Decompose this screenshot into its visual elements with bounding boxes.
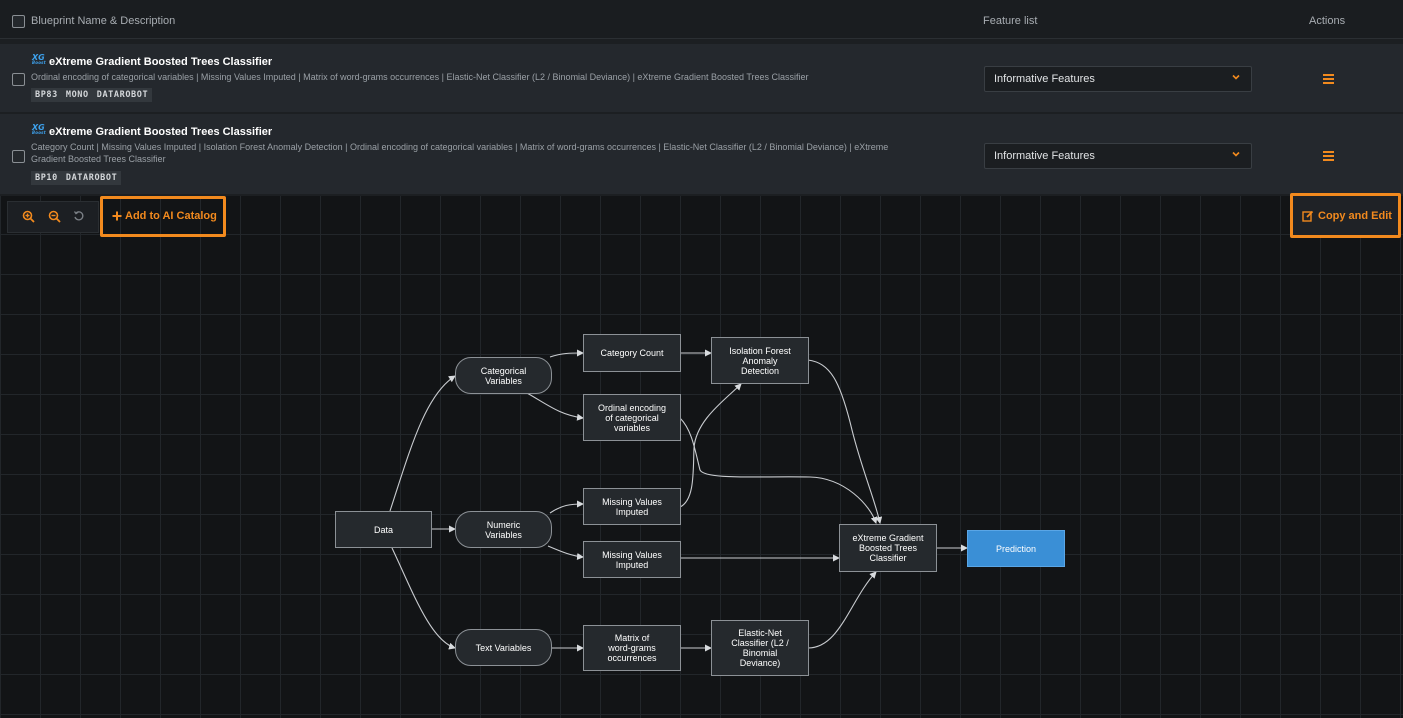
feature-list-value: Informative Features (994, 73, 1095, 85)
source-badge: DATAROBOT (61, 171, 122, 185)
node-label: Text Variables (475, 642, 532, 653)
node-data[interactable]: Data (335, 511, 432, 548)
table-header: Blueprint Name & Description Feature lis… (0, 0, 1403, 39)
actions-menu-icon[interactable] (1323, 74, 1334, 86)
edit-icon (1302, 210, 1314, 222)
node-label: Data (373, 524, 393, 535)
chevron-down-icon (1232, 151, 1240, 157)
badge-group: BP83 MONO DATAROBOT (31, 88, 153, 102)
copy-and-edit-label: Copy and Edit (1318, 210, 1392, 222)
blueprint-description-line-1: Category Count | Missing Values Imputed … (31, 142, 889, 152)
node-text-variables[interactable]: Text Variables (455, 629, 552, 666)
blueprint-description-line-2: Gradient Boosted Trees Classifier (31, 154, 166, 164)
feature-list-select[interactable]: Informative Features (984, 66, 1252, 92)
row-checkbox[interactable] (12, 73, 25, 86)
row-checkbox[interactable] (12, 150, 25, 163)
reset-view-icon[interactable] (73, 210, 85, 222)
blueprint-id-badge: BP83 (31, 88, 62, 102)
copy-and-edit-button[interactable]: Copy and Edit (1290, 193, 1401, 238)
zoom-out-icon[interactable] (48, 210, 61, 223)
node-label: Category Count (600, 348, 664, 358)
blueprint-canvas[interactable] (0, 196, 1403, 718)
blueprint-description: Ordinal encoding of categorical variable… (31, 72, 809, 82)
actions-menu-icon[interactable] (1323, 151, 1334, 163)
node-prediction[interactable]: Prediction (967, 530, 1065, 567)
header-actions: Actions (1309, 15, 1346, 27)
chevron-down-icon (1232, 74, 1240, 80)
add-to-ai-catalog-label: Add to AI Catalog (125, 210, 217, 222)
node-category-count[interactable]: Category Count (583, 334, 681, 372)
feature-list-select[interactable]: Informative Features (984, 143, 1252, 169)
blueprint-id-badge: BP10 (31, 171, 62, 185)
feature-list-value: Informative Features (994, 150, 1095, 162)
plus-icon (112, 211, 122, 221)
source-badge: DATAROBOT (92, 88, 153, 102)
add-to-ai-catalog-button[interactable]: Add to AI Catalog (100, 196, 226, 237)
zoom-toolbar (7, 201, 99, 233)
header-blueprint-name[interactable]: Blueprint Name & Description (31, 15, 176, 27)
blueprint-title[interactable]: eXtreme Gradient Boosted Trees Classifie… (49, 126, 273, 138)
badge-group: BP10 DATAROBOT (31, 171, 122, 185)
zoom-in-icon[interactable] (22, 210, 35, 223)
mono-badge: MONO (61, 88, 93, 102)
select-all-checkbox[interactable] (12, 15, 25, 28)
header-feature-list: Feature list (983, 15, 1038, 27)
blueprint-title[interactable]: eXtreme Gradient Boosted Trees Classifie… (49, 56, 273, 68)
node-label: Prediction (995, 543, 1037, 554)
